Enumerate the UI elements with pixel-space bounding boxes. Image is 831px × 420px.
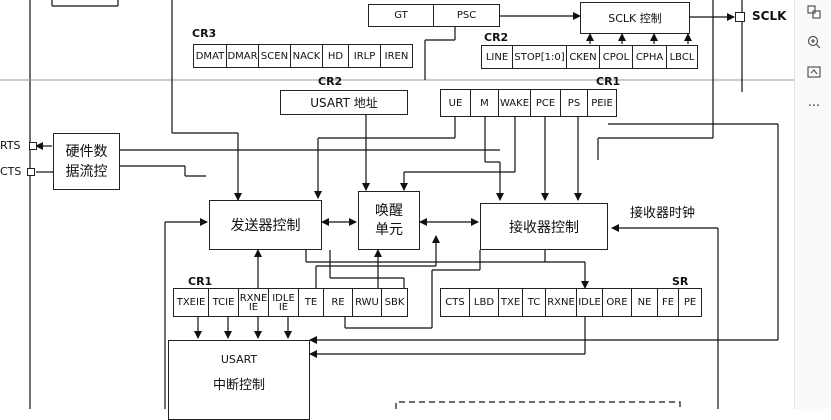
cr1-top-bit-3: PCE [530,89,561,117]
cr1-bottom-bit-1: TCIE [208,288,239,317]
sclk-pin [735,12,745,22]
screenshot-icon[interactable] [805,63,823,81]
more-icon[interactable]: ... [807,94,821,110]
cr2-top-bit-4: CPHA [632,45,667,69]
usart-interrupt-control-box: USART 中断控制 [168,340,310,420]
rx-control-box: 接收器控制 [480,203,608,250]
sr-label: SR [672,275,689,288]
rx-clock-label: 接收器时钟 [630,206,696,221]
cr3-label: CR3 [192,27,217,40]
rts-pin [29,142,37,150]
wake-line2: 单元 [375,221,403,238]
usart-address-box: USART 地址 [280,90,408,115]
cr1-top-label: CR1 [596,75,621,88]
cr3-bit-1: DMAR [226,44,259,68]
cr1-top-bit-5: PEIE [587,89,617,117]
hw-flow-line2: 据流控 [65,163,108,180]
sclk-control-box: SCLK 控制 [580,2,690,34]
cr1-bottom-bit-5: RE [323,288,353,317]
irq-line2: 中断控制 [212,378,265,393]
cr1-top-bit-2: WAKE [498,89,531,117]
sr-bit-9: PE [678,288,702,317]
sr-bit-0: CTS [440,288,470,317]
sr-bit-1: LBD [469,288,499,317]
cr3-bit-2: SCEN [258,44,291,68]
gt-box: GT [368,4,434,27]
cr3-bit-5: IRLP [348,44,381,68]
cr1-bottom-bit-7: SBK [381,288,408,317]
cts-pin-label: CTS [0,165,22,178]
zoom-in-icon[interactable] [805,33,823,51]
cr3-bit-6: IREN [380,44,413,68]
cr2-top-bit-5: LBCL [666,45,698,69]
diagram-canvas [0,0,794,409]
sclk-pin-label: SCLK [752,9,787,23]
viewer-toolbar: ... [794,0,831,409]
wake-unit-box: 唤醒 单元 [358,191,420,250]
cr1-bottom-bit-0: TXEIE [173,288,209,317]
irq-line1: USART [220,353,258,366]
cr1-bottom-bit-4: TE [298,288,324,317]
cr2-top-label: CR2 [484,31,509,44]
sr-bit-6: ORE [602,288,632,317]
rts-pin-label: RTS [0,139,21,152]
cr2-top-bit-3: CPOL [599,45,633,69]
hw-flow-line1: 硬件数 [65,143,108,160]
cr2-top-bit-0: LINE [481,45,513,69]
cr1-bottom-bit-3: IDLE IE [268,288,299,317]
copy-icon[interactable] [805,3,823,21]
sr-bit-7: NE [631,288,658,317]
cr1-top-bit-1: M [470,89,499,117]
cr1-bottom-bit-2: RXNE IE [238,288,269,317]
cr2-top-bit-1: STOP[1:0] [512,45,567,69]
cr1-top-bit-0: UE [440,89,471,117]
sr-bit-2: TXE [498,288,523,317]
sr-bit-4: RXNE [545,288,577,317]
wake-line1: 唤醒 [375,202,403,219]
sr-bit-3: TC [522,288,546,317]
hw-flow-control-box: 硬件数 据流控 [53,133,120,190]
cr3-bit-3: NACK [290,44,323,68]
sr-bit-5: IDLE [576,288,603,317]
cr1-top-bit-4: PS [560,89,588,117]
cr3-bit-4: HD [322,44,349,68]
tx-control-box: 发送器控制 [209,200,322,250]
sr-bit-8: FE [657,288,679,317]
cts-pin [27,168,35,176]
cr2-addr-label: CR2 [318,75,343,88]
cr1-bottom-label: CR1 [188,275,213,288]
cr3-bit-0: DMAT [193,44,227,68]
cr1-bottom-bit-6: RWU [352,288,382,317]
cr2-top-bit-2: CKEN [566,45,600,69]
psc-box: PSC [433,4,500,27]
